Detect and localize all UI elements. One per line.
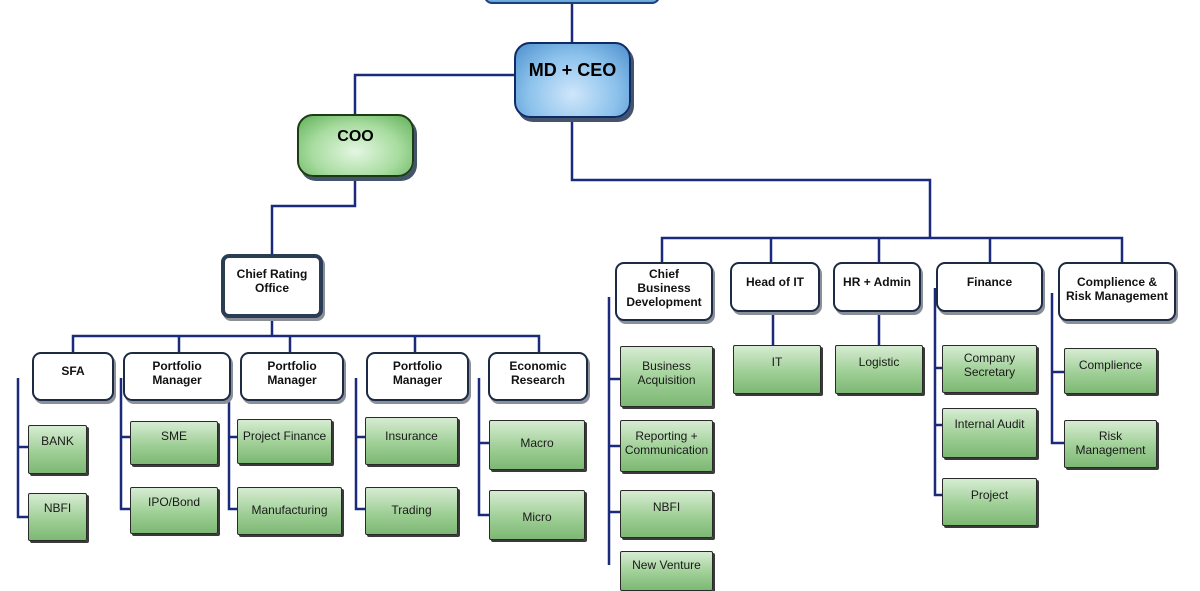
ceo-node[interactable]: MD + CEO	[514, 42, 631, 118]
leaf-label: IPO/Bond	[147, 494, 201, 509]
chief-rating-office-node[interactable]: Chief Rating Office	[221, 254, 323, 318]
leaf-label: NBFI	[652, 500, 681, 514]
coo-label: COO	[337, 127, 374, 145]
connector-ceo-right	[570, 122, 932, 238]
head-label-line: Complience &	[1076, 274, 1157, 289]
leaf-label: IT	[771, 354, 783, 369]
leaf-macro[interactable]: Macro	[489, 420, 585, 470]
chief-rating-label-line1: Chief Rating	[236, 267, 308, 281]
leaf-label: Insurance	[385, 429, 438, 443]
head-label-line: Manager	[392, 372, 443, 387]
head-label-line: HR + Admin	[843, 275, 911, 289]
leaf-label: SME	[160, 429, 187, 443]
leaf-label: Manufacturing	[251, 503, 328, 517]
leaf-trading[interactable]: Trading	[365, 487, 458, 535]
head-label-line: Research	[510, 372, 566, 387]
leaf-micro[interactable]: Micro	[489, 490, 585, 540]
leaf-sme[interactable]: SME	[130, 421, 218, 465]
leaf-label-line: Business	[642, 358, 691, 373]
head-label-line: Finance	[966, 275, 1013, 289]
leaf-nbfi-business[interactable]: NBFI	[620, 490, 713, 538]
head-label-line: Business	[637, 280, 691, 295]
leaf-label: Macro	[520, 435, 554, 450]
head-label-line: Portfolio	[392, 358, 443, 373]
top-node[interactable]	[484, 0, 660, 4]
leaf-reporting-communication[interactable]: Reporting + Communication	[620, 420, 713, 472]
connector-right-bus	[660, 236, 1124, 262]
head-label-line: Manager	[267, 372, 317, 387]
leaf-label: Trading	[391, 503, 432, 517]
leaf-label: BANK	[41, 433, 74, 448]
leaf-label-line: Reporting +	[635, 429, 698, 443]
leaf-project-finance[interactable]: Project Finance	[237, 419, 332, 464]
leaf-label: NBFI	[43, 501, 72, 515]
leaf-logistic[interactable]: Logistic	[835, 345, 923, 394]
connector-ceo-coo	[353, 73, 514, 117]
head-label-line: Portfolio	[267, 358, 317, 373]
leaf-it[interactable]: IT	[733, 345, 821, 394]
leaf-label-line: Acquisition	[637, 372, 696, 387]
leaf-company-secretary[interactable]: Company Secretary	[942, 345, 1037, 393]
leaf-label: New Venture	[632, 558, 701, 572]
connector-rating-bus	[71, 334, 541, 352]
head-sfa-label: SFA	[61, 363, 85, 378]
leaf-label-line: Management	[1075, 443, 1146, 457]
head-hr-admin[interactable]: HR + Admin	[833, 262, 921, 312]
leaf-risk-management[interactable]: Risk Management	[1064, 420, 1157, 468]
head-label-line: Head of IT	[745, 275, 804, 289]
leaf-label-line: Company	[963, 351, 1016, 365]
head-portfolio-manager-3[interactable]: Portfolio Manager	[366, 352, 469, 401]
leaf-ipo-bond[interactable]: IPO/Bond	[130, 487, 218, 534]
head-label-line: Economic	[509, 358, 567, 373]
leaf-project[interactable]: Project	[942, 478, 1037, 526]
ceo-label: MD + CEO	[528, 59, 617, 80]
connector-coo-chief-rating	[270, 177, 357, 256]
head-portfolio-manager-2[interactable]: Portfolio Manager	[240, 352, 344, 401]
leaf-label: Project	[970, 488, 1009, 502]
head-label-line: Chief	[648, 266, 679, 281]
leaf-label: Internal Audit	[954, 417, 1025, 431]
head-label-line: Portfolio	[152, 358, 202, 373]
leaf-nbfi-rating[interactable]: NBFI	[28, 493, 87, 541]
leaf-label: Project Finance	[242, 428, 327, 443]
head-sfa[interactable]: SFA	[32, 352, 114, 401]
head-portfolio-manager-1[interactable]: Portfolio Manager	[123, 352, 231, 401]
head-economic-research[interactable]: Economic Research	[488, 352, 588, 401]
head-compliance-risk[interactable]: Complience & Risk Management	[1058, 262, 1176, 321]
head-label-line: Risk Management	[1065, 288, 1169, 303]
leaf-internal-audit[interactable]: Internal Audit	[942, 408, 1037, 458]
leaf-insurance[interactable]: Insurance	[365, 417, 458, 465]
leaf-bank[interactable]: BANK	[28, 425, 87, 474]
org-chart-connectors	[16, 3, 1124, 565]
chief-rating-label-line2: Office	[254, 281, 289, 295]
leaf-manufacturing[interactable]: Manufacturing	[237, 487, 342, 535]
leaf-business-acquisition[interactable]: Business Acquisition	[620, 346, 713, 407]
head-label-line: Manager	[152, 372, 202, 387]
leaf-label: Complience	[1078, 358, 1143, 372]
leaf-label-line: Secretary	[963, 365, 1016, 379]
leaf-complience[interactable]: Complience	[1064, 348, 1157, 394]
head-finance[interactable]: Finance	[936, 262, 1043, 312]
leaf-label: Logistic	[858, 354, 900, 369]
leaf-label: Micro	[522, 509, 552, 524]
head-label-line: Development	[626, 294, 702, 309]
head-chief-business-development[interactable]: Chief Business Development	[615, 262, 713, 321]
coo-node[interactable]: COO	[297, 114, 414, 177]
head-head-of-it[interactable]: Head of IT	[730, 262, 820, 312]
leaf-label-line: Risk	[1098, 429, 1123, 443]
leaf-label-line: Communication	[624, 443, 709, 457]
leaf-new-venture[interactable]: New Venture	[620, 551, 713, 591]
